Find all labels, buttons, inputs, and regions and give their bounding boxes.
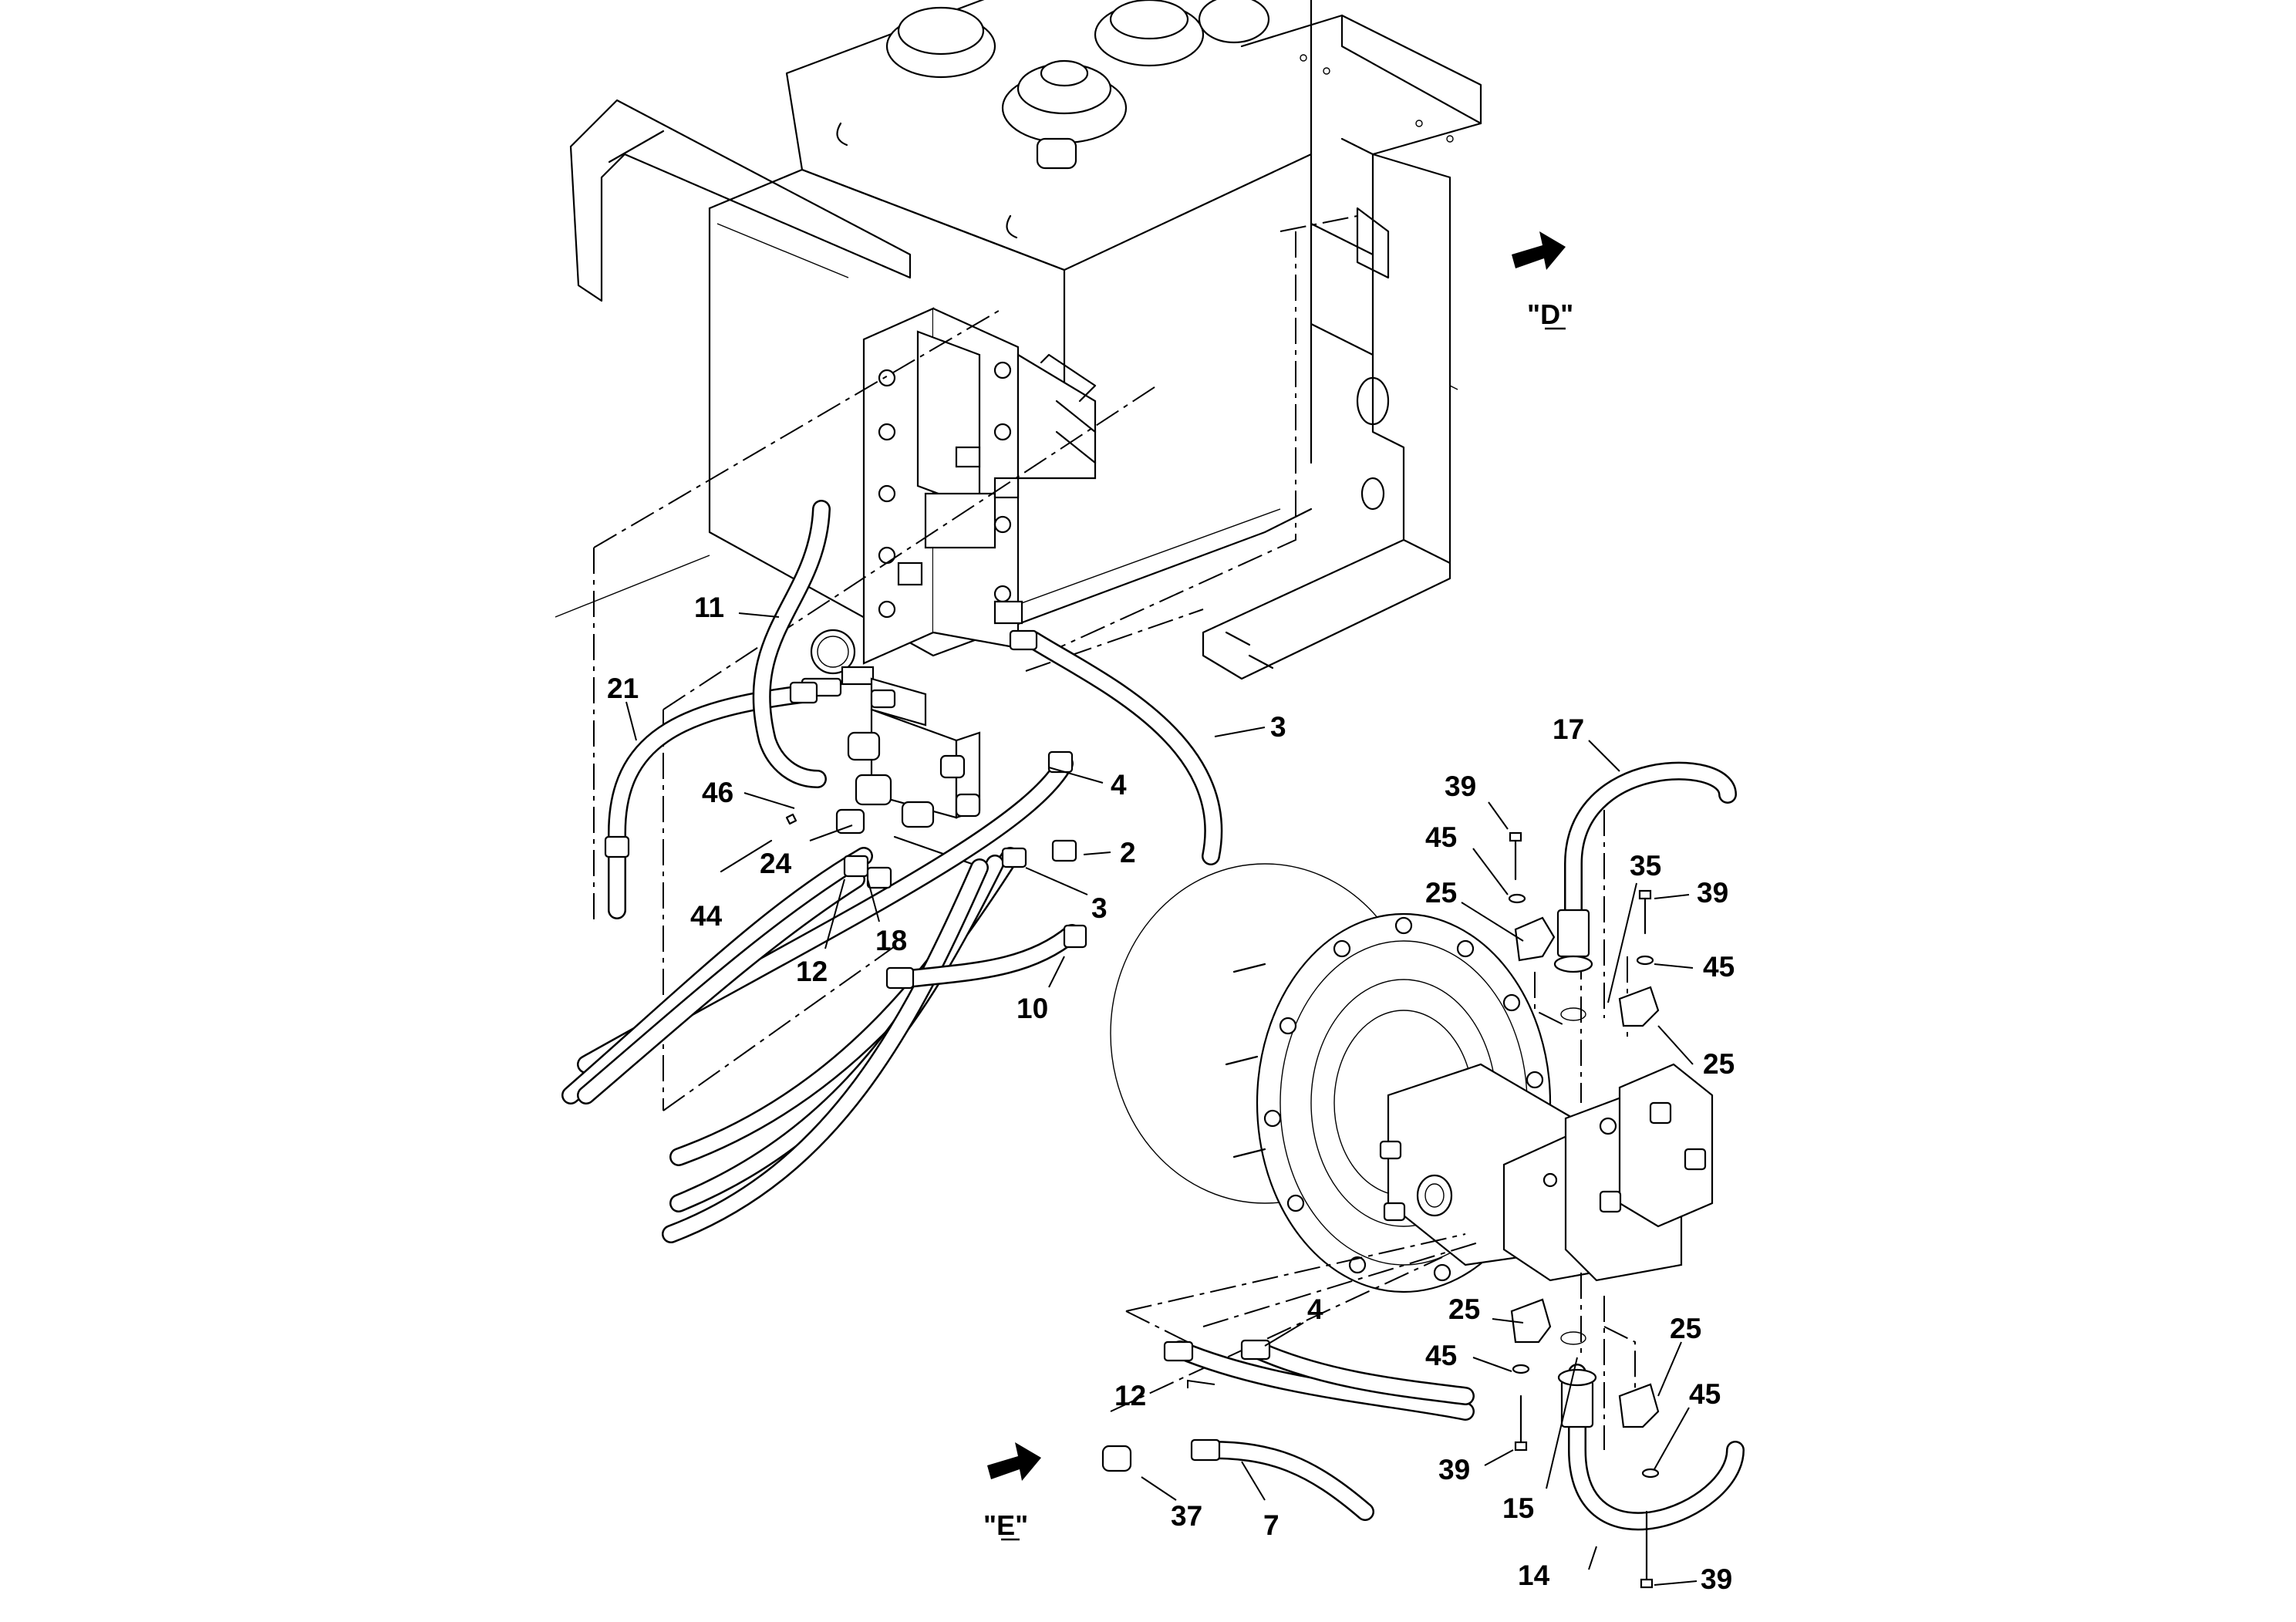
manifold-assembly — [801, 629, 981, 865]
callout-39-b: 39 — [1697, 877, 1728, 909]
callout-21: 21 — [607, 673, 639, 704]
callout-7: 7 — [1263, 1509, 1279, 1541]
callout-39-d: 39 — [1701, 1563, 1732, 1595]
filter-heads — [885, 0, 1270, 170]
frame-assembly — [569, 0, 1482, 680]
callout-46: 46 — [702, 777, 733, 808]
callout-45-a: 45 — [1425, 821, 1457, 853]
view-label-e: "E" — [983, 1509, 1028, 1541]
hoses-lower — [1101, 761, 1745, 1589]
assembly-lines-lower — [1110, 810, 1636, 1450]
callout-25-c: 25 — [1448, 1293, 1480, 1325]
callout-3-lower: 3 — [1091, 892, 1108, 924]
callout-11: 11 — [694, 592, 724, 623]
callout-14: 14 — [1518, 1560, 1550, 1591]
callout-18: 18 — [875, 925, 907, 956]
view-arrow-d: "D" — [1512, 231, 1573, 330]
callout-37: 37 — [1171, 1500, 1202, 1532]
callout-39-c: 39 — [1438, 1454, 1470, 1485]
callout-15: 15 — [1502, 1492, 1534, 1524]
view-label-d: "D" — [1527, 298, 1573, 330]
valve-block — [862, 307, 1097, 665]
callout-4-lower: 4 — [1307, 1293, 1323, 1325]
callout-39-a: 39 — [1445, 771, 1476, 802]
hoses-upper — [561, 500, 1223, 1243]
callout-12-lower: 12 — [1114, 1380, 1146, 1411]
callout-4-upper: 4 — [1111, 769, 1127, 801]
callout-3-upper: 3 — [1270, 711, 1286, 743]
callout-17: 17 — [1553, 713, 1584, 745]
callout-35: 35 — [1630, 850, 1661, 882]
callouts: 11 21 3 4 46 24 2 3 44 18 12 10 17 39 45… — [607, 592, 1735, 1595]
callout-45-b: 45 — [1703, 951, 1735, 983]
callout-12-upper: 12 — [796, 956, 828, 987]
callout-45-c: 45 — [1425, 1340, 1457, 1371]
callout-25-b: 25 — [1703, 1048, 1735, 1080]
callout-24: 24 — [760, 848, 792, 879]
callout-2: 2 — [1120, 837, 1136, 868]
callout-25-d: 25 — [1670, 1313, 1701, 1344]
view-arrow-e: "E" — [983, 1442, 1041, 1541]
callout-45-d: 45 — [1689, 1378, 1721, 1410]
callout-44: 44 — [690, 900, 723, 932]
assembly-lines-upper — [555, 215, 1358, 1111]
callout-10: 10 — [1017, 993, 1048, 1024]
callout-25-a: 25 — [1425, 877, 1457, 909]
final-drive-motor — [1110, 863, 1714, 1293]
